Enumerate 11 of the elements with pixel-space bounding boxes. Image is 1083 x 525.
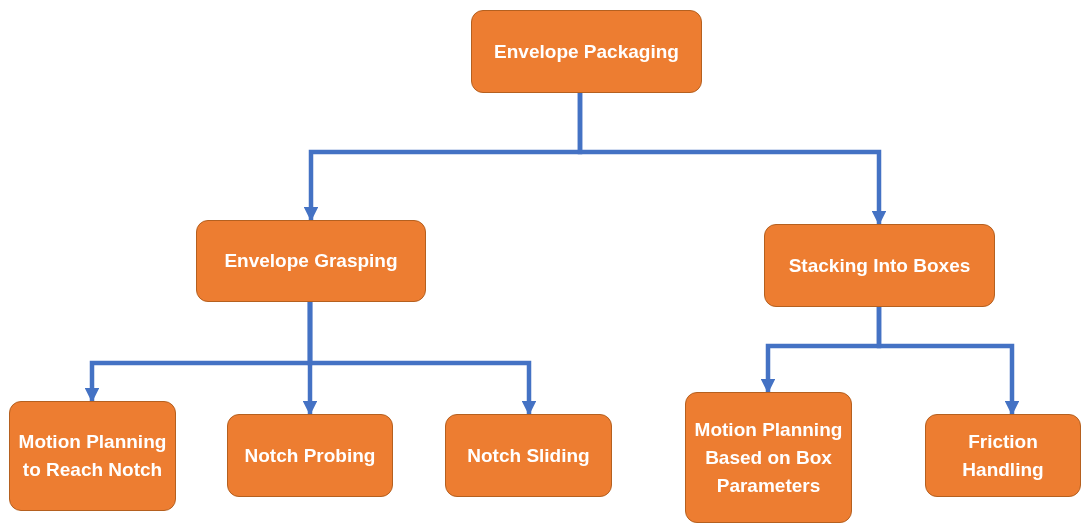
process-box: Motion Planning to Reach Notch bbox=[9, 401, 176, 511]
arrow bbox=[577, 93, 887, 226]
arrow bbox=[876, 307, 1020, 416]
process-box: Envelope Grasping bbox=[196, 220, 426, 302]
process-box: Stacking Into Boxes bbox=[764, 224, 995, 307]
arrow bbox=[307, 302, 537, 416]
process-box: Friction Handling bbox=[925, 414, 1081, 497]
process-box: Motion Planning Based on Box Parameters bbox=[685, 392, 852, 523]
process-box: Notch Sliding bbox=[445, 414, 612, 497]
process-box: Notch Probing bbox=[227, 414, 393, 497]
process-box: Envelope Packaging bbox=[471, 10, 702, 93]
